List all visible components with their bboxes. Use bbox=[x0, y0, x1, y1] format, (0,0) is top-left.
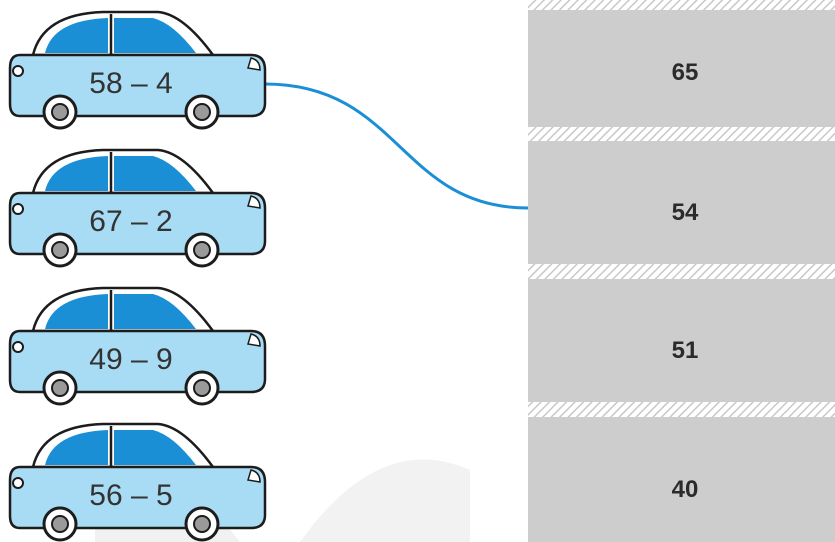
answer-value: 65 bbox=[672, 59, 699, 86]
car-expression: 58 – 4 bbox=[89, 67, 172, 100]
car-expression: 49 – 9 bbox=[89, 343, 172, 376]
answer-slot[interactable] bbox=[528, 141, 835, 264]
answer-slot[interactable] bbox=[528, 10, 835, 127]
answer-slot[interactable] bbox=[528, 417, 835, 542]
car-card[interactable]: 49 – 9 bbox=[8, 286, 267, 406]
answer-value: 54 bbox=[672, 199, 699, 226]
answer-value: 40 bbox=[672, 476, 699, 503]
car-card[interactable]: 56 – 5 bbox=[8, 422, 267, 542]
car-card[interactable]: 58 – 4 bbox=[8, 10, 267, 130]
car-expression: 56 – 5 bbox=[89, 479, 172, 512]
car-expression: 67 – 2 bbox=[89, 205, 172, 238]
connector-line bbox=[264, 82, 529, 210]
answer-column: 65 54 51 40 bbox=[528, 0, 835, 542]
car-card[interactable]: 67 – 2 bbox=[8, 148, 267, 268]
answer-slot[interactable] bbox=[528, 279, 835, 402]
answer-value: 51 bbox=[672, 337, 699, 364]
